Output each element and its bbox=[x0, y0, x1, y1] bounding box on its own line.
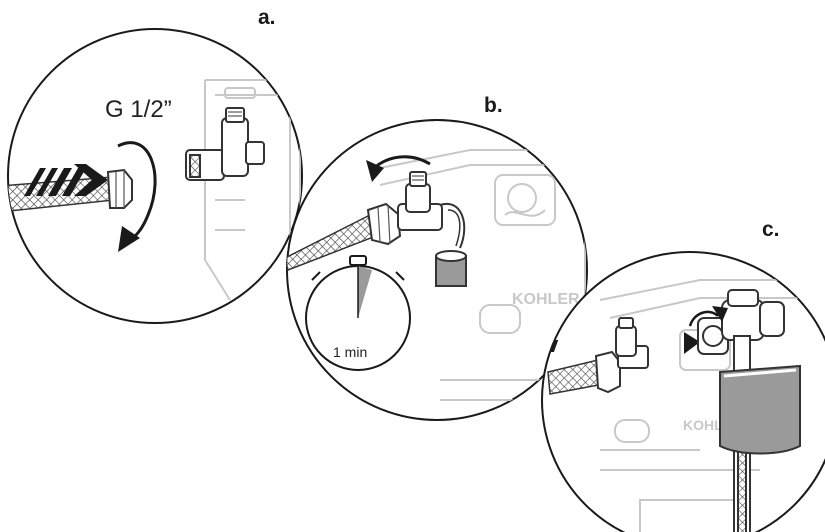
brand-mark-b: KOHLER bbox=[512, 291, 580, 308]
step-c-label: c. bbox=[762, 218, 780, 241]
panel-b-detail: KOHLER bbox=[286, 119, 588, 421]
thread-size-label: G 1/2” bbox=[105, 96, 172, 123]
step-b-label: b. bbox=[484, 94, 503, 117]
stopwatch-icon bbox=[305, 255, 411, 371]
step-a-label: a. bbox=[258, 6, 276, 29]
timer-duration-label: 1 min bbox=[333, 344, 368, 360]
panel-c-detail: KOHLER bbox=[541, 251, 825, 532]
panel-a-detail bbox=[7, 28, 303, 324]
